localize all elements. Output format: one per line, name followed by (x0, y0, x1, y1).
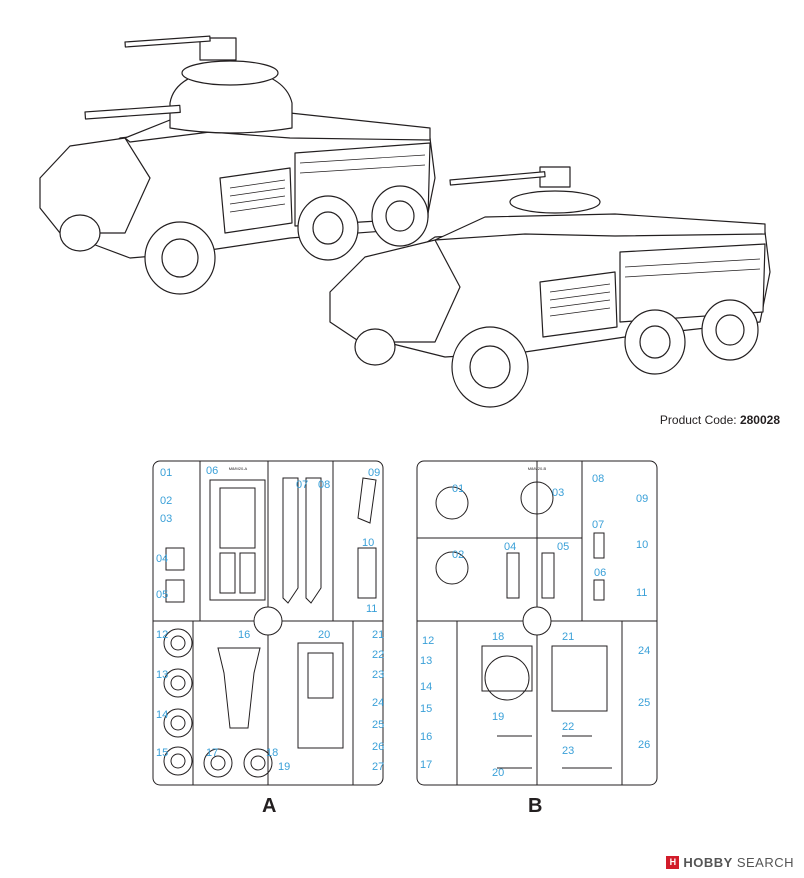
sprue-a-part-number-15: 15 (156, 747, 168, 759)
hobby-search-watermark: H HOBBY SEARCH (666, 854, 794, 870)
armored-car-m20-illustration (329, 166, 771, 408)
product-code-value: 280028 (739, 413, 780, 427)
sprue-a-part-number-24: 24 (372, 697, 384, 709)
sprue-b-part-number-12: 12 (422, 635, 434, 647)
sprue-b-part-number-18: 18 (492, 631, 504, 643)
sprue-a-part-number-13: 13 (156, 669, 168, 681)
sprue-b-part-number-19: 19 (492, 711, 504, 723)
sprue-a-part-number-03: 03 (160, 513, 172, 525)
hobby-search-logo: H (666, 855, 680, 869)
sprue-b-part-number-06: 06 (594, 567, 606, 579)
sprue-a-part-number-04: 04 (156, 553, 168, 565)
sprue-b-tag: M8/M20-B (528, 466, 547, 471)
sprue-a-part-number-05: 05 (156, 589, 168, 601)
sprue-a-part-number-19: 19 (278, 761, 290, 773)
product-code: Product Code: 280028 (610, 413, 780, 427)
sprue-a-part-number-23: 23 (372, 669, 384, 681)
sprue-b-part-number-11: 11 (636, 587, 647, 599)
sprue-b-part-number-23: 23 (562, 745, 574, 757)
sprue-a-part-number-01: 01 (160, 467, 172, 479)
sprue-b-diagram: M8/M20-B 01 02 03 04 05 06 07 08 09 10 11 12 13 14 15 1… (416, 460, 658, 786)
sprue-b-part-number-04: 04 (504, 541, 516, 553)
sprue-b-part-number-17: 17 (420, 759, 432, 771)
sprue-b-part-number-21: 21 (562, 631, 574, 643)
sprue-b-part-number-05: 05 (557, 541, 569, 553)
sprue-b-part-number-16: 16 (420, 731, 432, 743)
sprue-b-part-number-07: 07 (592, 519, 604, 531)
sprue-b-part-number-14: 14 (420, 681, 432, 693)
sprue-a-part-number-06: 06 (206, 465, 218, 477)
sprue-a-part-number-27: 27 (372, 761, 384, 773)
product-code-label: Product Code: (659, 413, 737, 427)
sprue-a-diagram: M8/M20-A 01 02 03 04 05 06 07 08 09 10 11 12 13 14 15 1… (152, 460, 384, 786)
sprue-b-part-number-09: 09 (636, 493, 648, 505)
sprue-a-part-number-14: 14 (156, 709, 168, 721)
sprue-b-part-number-13: 13 (420, 655, 432, 667)
watermark-search: SEARCH (736, 854, 794, 870)
armored-car-m8-illustration (39, 35, 436, 295)
sprue-b-part-number-24: 24 (638, 645, 650, 657)
sprue-b-part-number-08: 08 (592, 473, 604, 485)
sprue-b-part-number-10: 10 (636, 539, 648, 551)
sprue-b-part-number-22: 22 (562, 721, 574, 733)
sprue-b-part-number-03: 03 (552, 487, 564, 499)
sprue-a-part-number-12: 12 (156, 629, 168, 641)
sprue-a-part-number-21: 21 (372, 629, 384, 641)
sprue-b-part-number-01: 01 (452, 483, 464, 495)
sprue-b-part-number-20: 20 (492, 767, 504, 779)
sprue-a-part-number-09: 09 (368, 467, 380, 479)
watermark-brand: HOBBY (683, 854, 733, 870)
sprue-a-letter: A (262, 795, 277, 817)
sprue-b-letter: B (528, 795, 543, 817)
sprue-a-part-number-25: 25 (372, 719, 384, 731)
sprue-a-part-number-17: 17 (206, 747, 218, 759)
sprue-a-part-number-07: 07 (296, 479, 308, 491)
sprue-a-part-number-22: 22 (372, 649, 384, 661)
sprue-b-part-number-15: 15 (420, 703, 432, 715)
sprue-b-part-number-25: 25 (638, 697, 650, 709)
sprue-a-part-number-11: 11 (366, 603, 377, 615)
sprue-a-part-number-10: 10 (362, 537, 374, 549)
sprue-a-part-number-20: 20 (318, 629, 330, 641)
sprue-a-tag: M8/M20-A (229, 466, 248, 471)
sprue-a-part-number-18: 18 (266, 747, 278, 759)
sprue-b-part-number-26: 26 (638, 739, 650, 751)
sprue-a-part-number-02: 02 (160, 495, 172, 507)
sprue-a-part-number-16: 16 (238, 629, 250, 641)
sprue-a-part-number-08: 08 (318, 479, 330, 491)
sprue-b-part-number-02: 02 (452, 549, 464, 561)
sprue-a-part-number-26: 26 (372, 741, 384, 753)
